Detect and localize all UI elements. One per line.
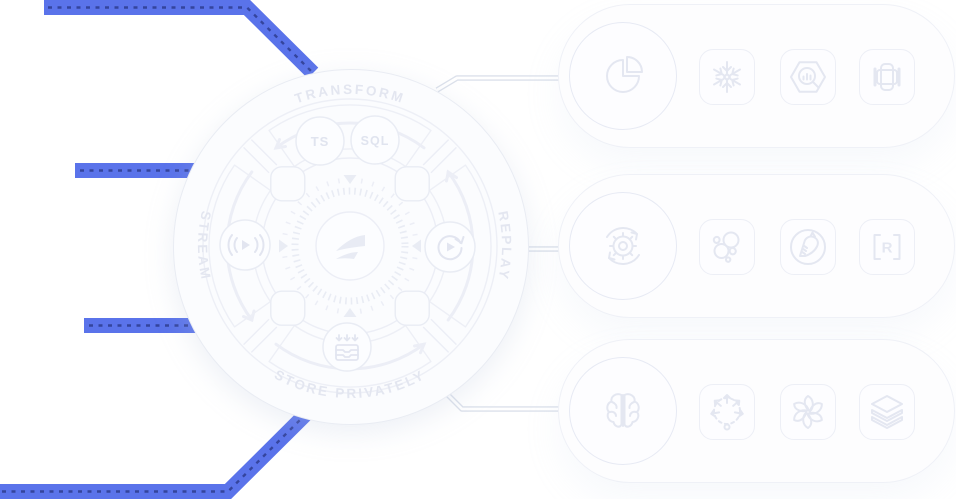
hub-diamond-nodes bbox=[270, 166, 430, 326]
label-store-privately: STORE PRIVATELY bbox=[272, 367, 426, 401]
brain-icon-circle bbox=[569, 357, 677, 465]
r-brackets-icon: R bbox=[859, 219, 915, 275]
replay-icon bbox=[424, 221, 476, 273]
pie-chart-icon bbox=[606, 56, 643, 93]
pipeline-line-bottom bbox=[0, 407, 313, 499]
ts-badge: TS bbox=[295, 116, 345, 166]
brain-icon bbox=[606, 393, 640, 428]
svg-text:STREAM: STREAM bbox=[195, 210, 214, 283]
connector-analytics bbox=[435, 75, 562, 93]
streamdal-logo bbox=[336, 235, 365, 259]
svg-text:REPLAY: REPLAY bbox=[495, 210, 514, 283]
label-stream: STREAM bbox=[195, 210, 212, 283]
bigquery-icon bbox=[780, 49, 836, 105]
snowflake-icon bbox=[699, 49, 755, 105]
openai-icon bbox=[780, 384, 836, 440]
dial-tick-ring bbox=[291, 187, 409, 305]
databricks-icon bbox=[859, 384, 915, 440]
pipeline-dashes bbox=[2, 6, 312, 493]
connector-ai bbox=[444, 391, 562, 412]
card-ai bbox=[558, 339, 955, 483]
pipeline-lines bbox=[0, 0, 319, 499]
dial-pointer-triangles bbox=[279, 175, 421, 317]
card-processing: R bbox=[558, 174, 955, 318]
sql-badge: SQL bbox=[350, 115, 400, 165]
gear-sync-icon-circle bbox=[569, 192, 677, 300]
gear-sync-icon bbox=[606, 227, 640, 265]
hub-spokes bbox=[243, 139, 457, 353]
hub-circle: TRANSFORM REPLAY STREAM STORE PRIVATELY … bbox=[173, 69, 529, 425]
svg-text:STORE PRIVATELY: STORE PRIVATELY bbox=[272, 367, 428, 401]
elastic-icon bbox=[699, 219, 755, 275]
archive-inbox-icon bbox=[322, 322, 372, 372]
svg-text:TRANSFORM: TRANSFORM bbox=[293, 82, 407, 106]
animal-head-icon bbox=[780, 219, 836, 275]
ml-arrows-icon bbox=[699, 384, 755, 440]
ts-badge-label: TS bbox=[311, 134, 330, 149]
card-analytics bbox=[558, 4, 955, 148]
redshift-warehouse-icon bbox=[859, 49, 915, 105]
label-replay: REPLAY bbox=[495, 210, 511, 283]
hub-outer-ring bbox=[202, 98, 498, 394]
sql-badge-label: SQL bbox=[361, 134, 390, 148]
r-brackets-label: R bbox=[882, 240, 893, 257]
pipeline-line-top bbox=[44, 0, 319, 79]
label-transform: TRANSFORM bbox=[293, 82, 405, 106]
broadcast-icon bbox=[219, 219, 271, 271]
pie-chart-icon-circle bbox=[569, 22, 677, 130]
